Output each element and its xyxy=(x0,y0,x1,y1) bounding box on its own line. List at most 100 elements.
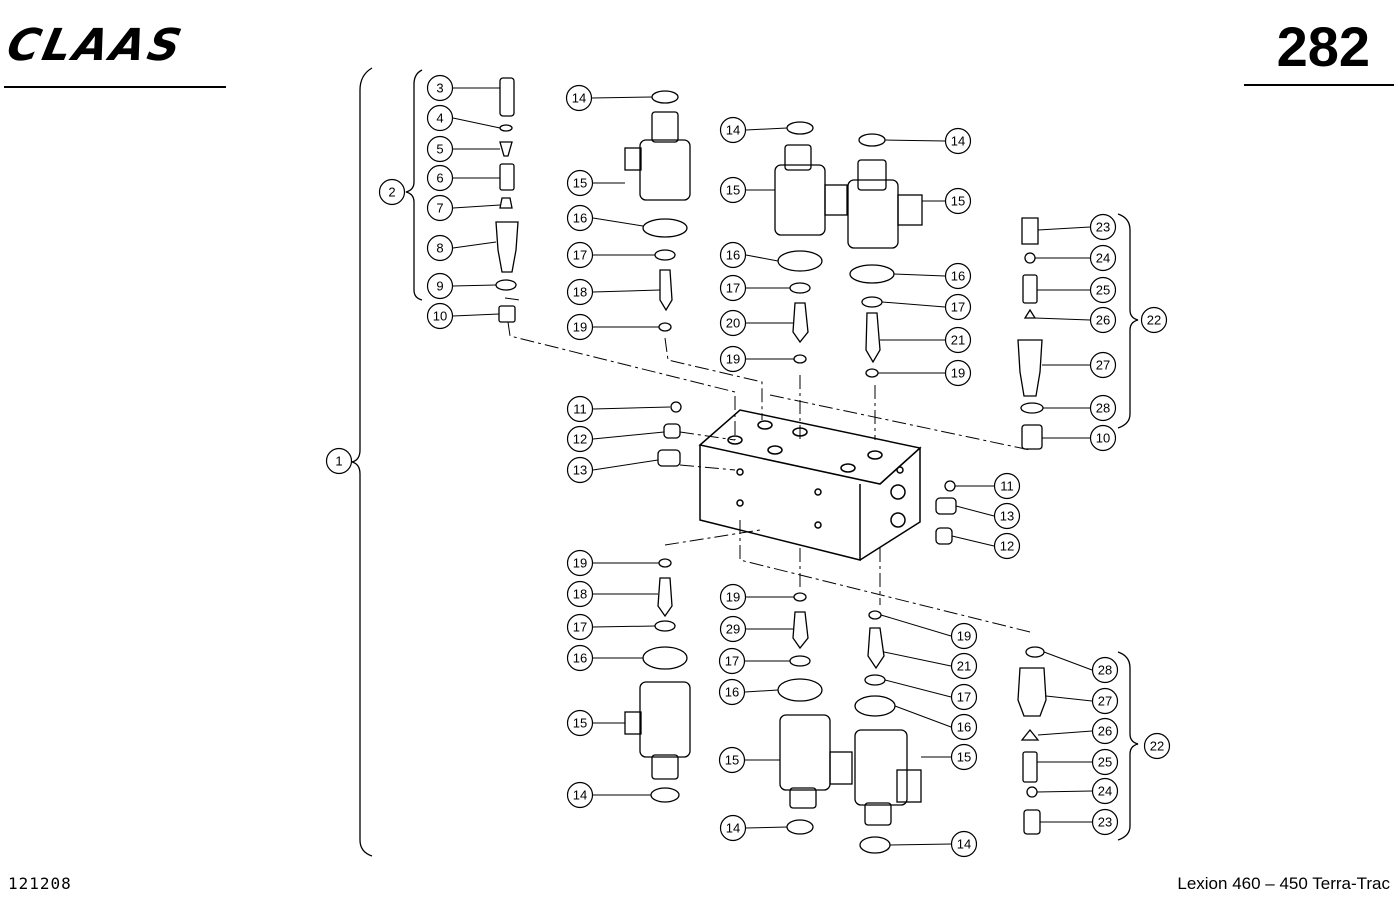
callout-bubble-14 xyxy=(944,127,972,155)
callout-number: 21 xyxy=(951,333,965,348)
callout-number: 16 xyxy=(573,211,587,226)
callout-leader-13 xyxy=(592,459,659,471)
callout-number: 28 xyxy=(1098,663,1112,678)
callout-bubble-3 xyxy=(426,74,454,102)
callout-bubble-25 xyxy=(1091,748,1119,776)
header-rule-right xyxy=(1244,84,1394,86)
callout-bubble-5 xyxy=(426,135,454,163)
callout-bubble-18 xyxy=(566,278,594,306)
callout-leader-17 xyxy=(881,301,946,308)
callout-leader-28 xyxy=(1043,651,1093,671)
callout-leader-7 xyxy=(452,204,501,209)
callout-number: 28 xyxy=(1096,401,1110,416)
callout-number: 17 xyxy=(726,281,740,296)
callout-bubble-13 xyxy=(566,456,594,484)
callout-bubble-23 xyxy=(1091,808,1119,836)
callout-leader-17 xyxy=(592,625,656,628)
callout-bubble-13 xyxy=(993,502,1021,530)
callout-bubble-17 xyxy=(719,274,747,302)
callout-bubble-6 xyxy=(426,164,454,192)
callout-bubble-15 xyxy=(566,169,594,197)
callout-bubble-21 xyxy=(950,652,978,680)
callout-bubble-15 xyxy=(718,746,746,774)
callout-number: 13 xyxy=(1000,509,1014,524)
callout-number: 16 xyxy=(726,248,740,263)
callout-number: 26 xyxy=(1098,724,1112,739)
callout-number: 29 xyxy=(726,622,740,637)
callout-leader-16 xyxy=(745,254,779,262)
callout-number: 15 xyxy=(957,750,971,765)
callout-bubble-22 xyxy=(1140,306,1168,334)
callout-bubble-16 xyxy=(718,678,746,706)
callout-bubble-12 xyxy=(566,425,594,453)
callout-number: 6 xyxy=(436,171,443,186)
callout-bubble-19 xyxy=(719,345,747,373)
callout-bubble-14 xyxy=(719,116,747,144)
brace-22-upper xyxy=(1117,213,1139,429)
drawing-code: 121208 xyxy=(8,874,72,893)
callout-bubble-23 xyxy=(1089,213,1117,241)
callout-number: 16 xyxy=(957,720,971,735)
callout-bubble-19 xyxy=(950,622,978,650)
callout-number: 19 xyxy=(951,366,965,381)
callout-bubble-26 xyxy=(1089,306,1117,334)
callout-number: 18 xyxy=(573,587,587,602)
callout-bubble-17 xyxy=(950,683,978,711)
callout-number: 14 xyxy=(726,821,740,836)
callout-bubble-17 xyxy=(718,647,746,675)
callout-leader-14 xyxy=(745,826,788,829)
callout-number: 13 xyxy=(573,463,587,478)
callout-leader-14 xyxy=(745,127,788,131)
callout-leader-26 xyxy=(1037,730,1093,736)
callout-bubble-14 xyxy=(565,84,593,112)
callout-number: 1 xyxy=(335,454,342,469)
callout-leader-16 xyxy=(592,217,644,227)
callout-bubble-25 xyxy=(1089,276,1117,304)
callout-number: 18 xyxy=(573,285,587,300)
callout-number: 12 xyxy=(1000,539,1014,554)
callout-number: 14 xyxy=(726,123,740,138)
callout-number: 10 xyxy=(433,309,447,324)
callout-bubble-27 xyxy=(1089,351,1117,379)
callout-bubble-21 xyxy=(944,326,972,354)
callout-number: 15 xyxy=(573,176,587,191)
callout-bubble-28 xyxy=(1091,656,1119,684)
callout-number: 17 xyxy=(573,248,587,263)
callout-number: 11 xyxy=(1000,479,1014,494)
callout-number: 15 xyxy=(725,753,739,768)
callout-bubble-12 xyxy=(993,532,1021,560)
callout-number: 24 xyxy=(1096,251,1110,266)
callout-number: 23 xyxy=(1098,815,1112,830)
callout-bubble-19 xyxy=(944,359,972,387)
callout-number: 19 xyxy=(573,556,587,571)
callout-number: 26 xyxy=(1096,313,1110,328)
callout-number: 24 xyxy=(1098,784,1112,799)
callout-bubble-16 xyxy=(944,262,972,290)
callout-number: 15 xyxy=(726,183,740,198)
callout-bubble-7 xyxy=(426,194,454,222)
callout-bubble-1 xyxy=(325,447,353,475)
callout-leader-23 xyxy=(1037,226,1091,231)
callout-bubble-15 xyxy=(719,176,747,204)
callout-number: 27 xyxy=(1096,358,1110,373)
callout-bubble-16 xyxy=(950,713,978,741)
callout-bubble-16 xyxy=(719,241,747,269)
brace-22-lower xyxy=(1117,651,1139,841)
callout-number: 16 xyxy=(951,269,965,284)
callout-number: 4 xyxy=(436,111,443,126)
callout-number: 25 xyxy=(1098,755,1112,770)
callout-bubble-29 xyxy=(719,615,747,643)
callout-number: 15 xyxy=(573,716,587,731)
brace-2 xyxy=(405,69,423,301)
callout-bubble-18 xyxy=(566,580,594,608)
callout-bubble-22 xyxy=(1143,732,1171,760)
callout-number: 17 xyxy=(957,690,971,705)
callout-leader-21 xyxy=(883,651,952,667)
callout-bubble-26 xyxy=(1091,717,1119,745)
callout-number: 9 xyxy=(436,279,443,294)
callout-number: 19 xyxy=(726,590,740,605)
callout-bubble-9 xyxy=(426,272,454,300)
callout-leader-27 xyxy=(1045,695,1093,702)
callout-number: 14 xyxy=(951,134,965,149)
